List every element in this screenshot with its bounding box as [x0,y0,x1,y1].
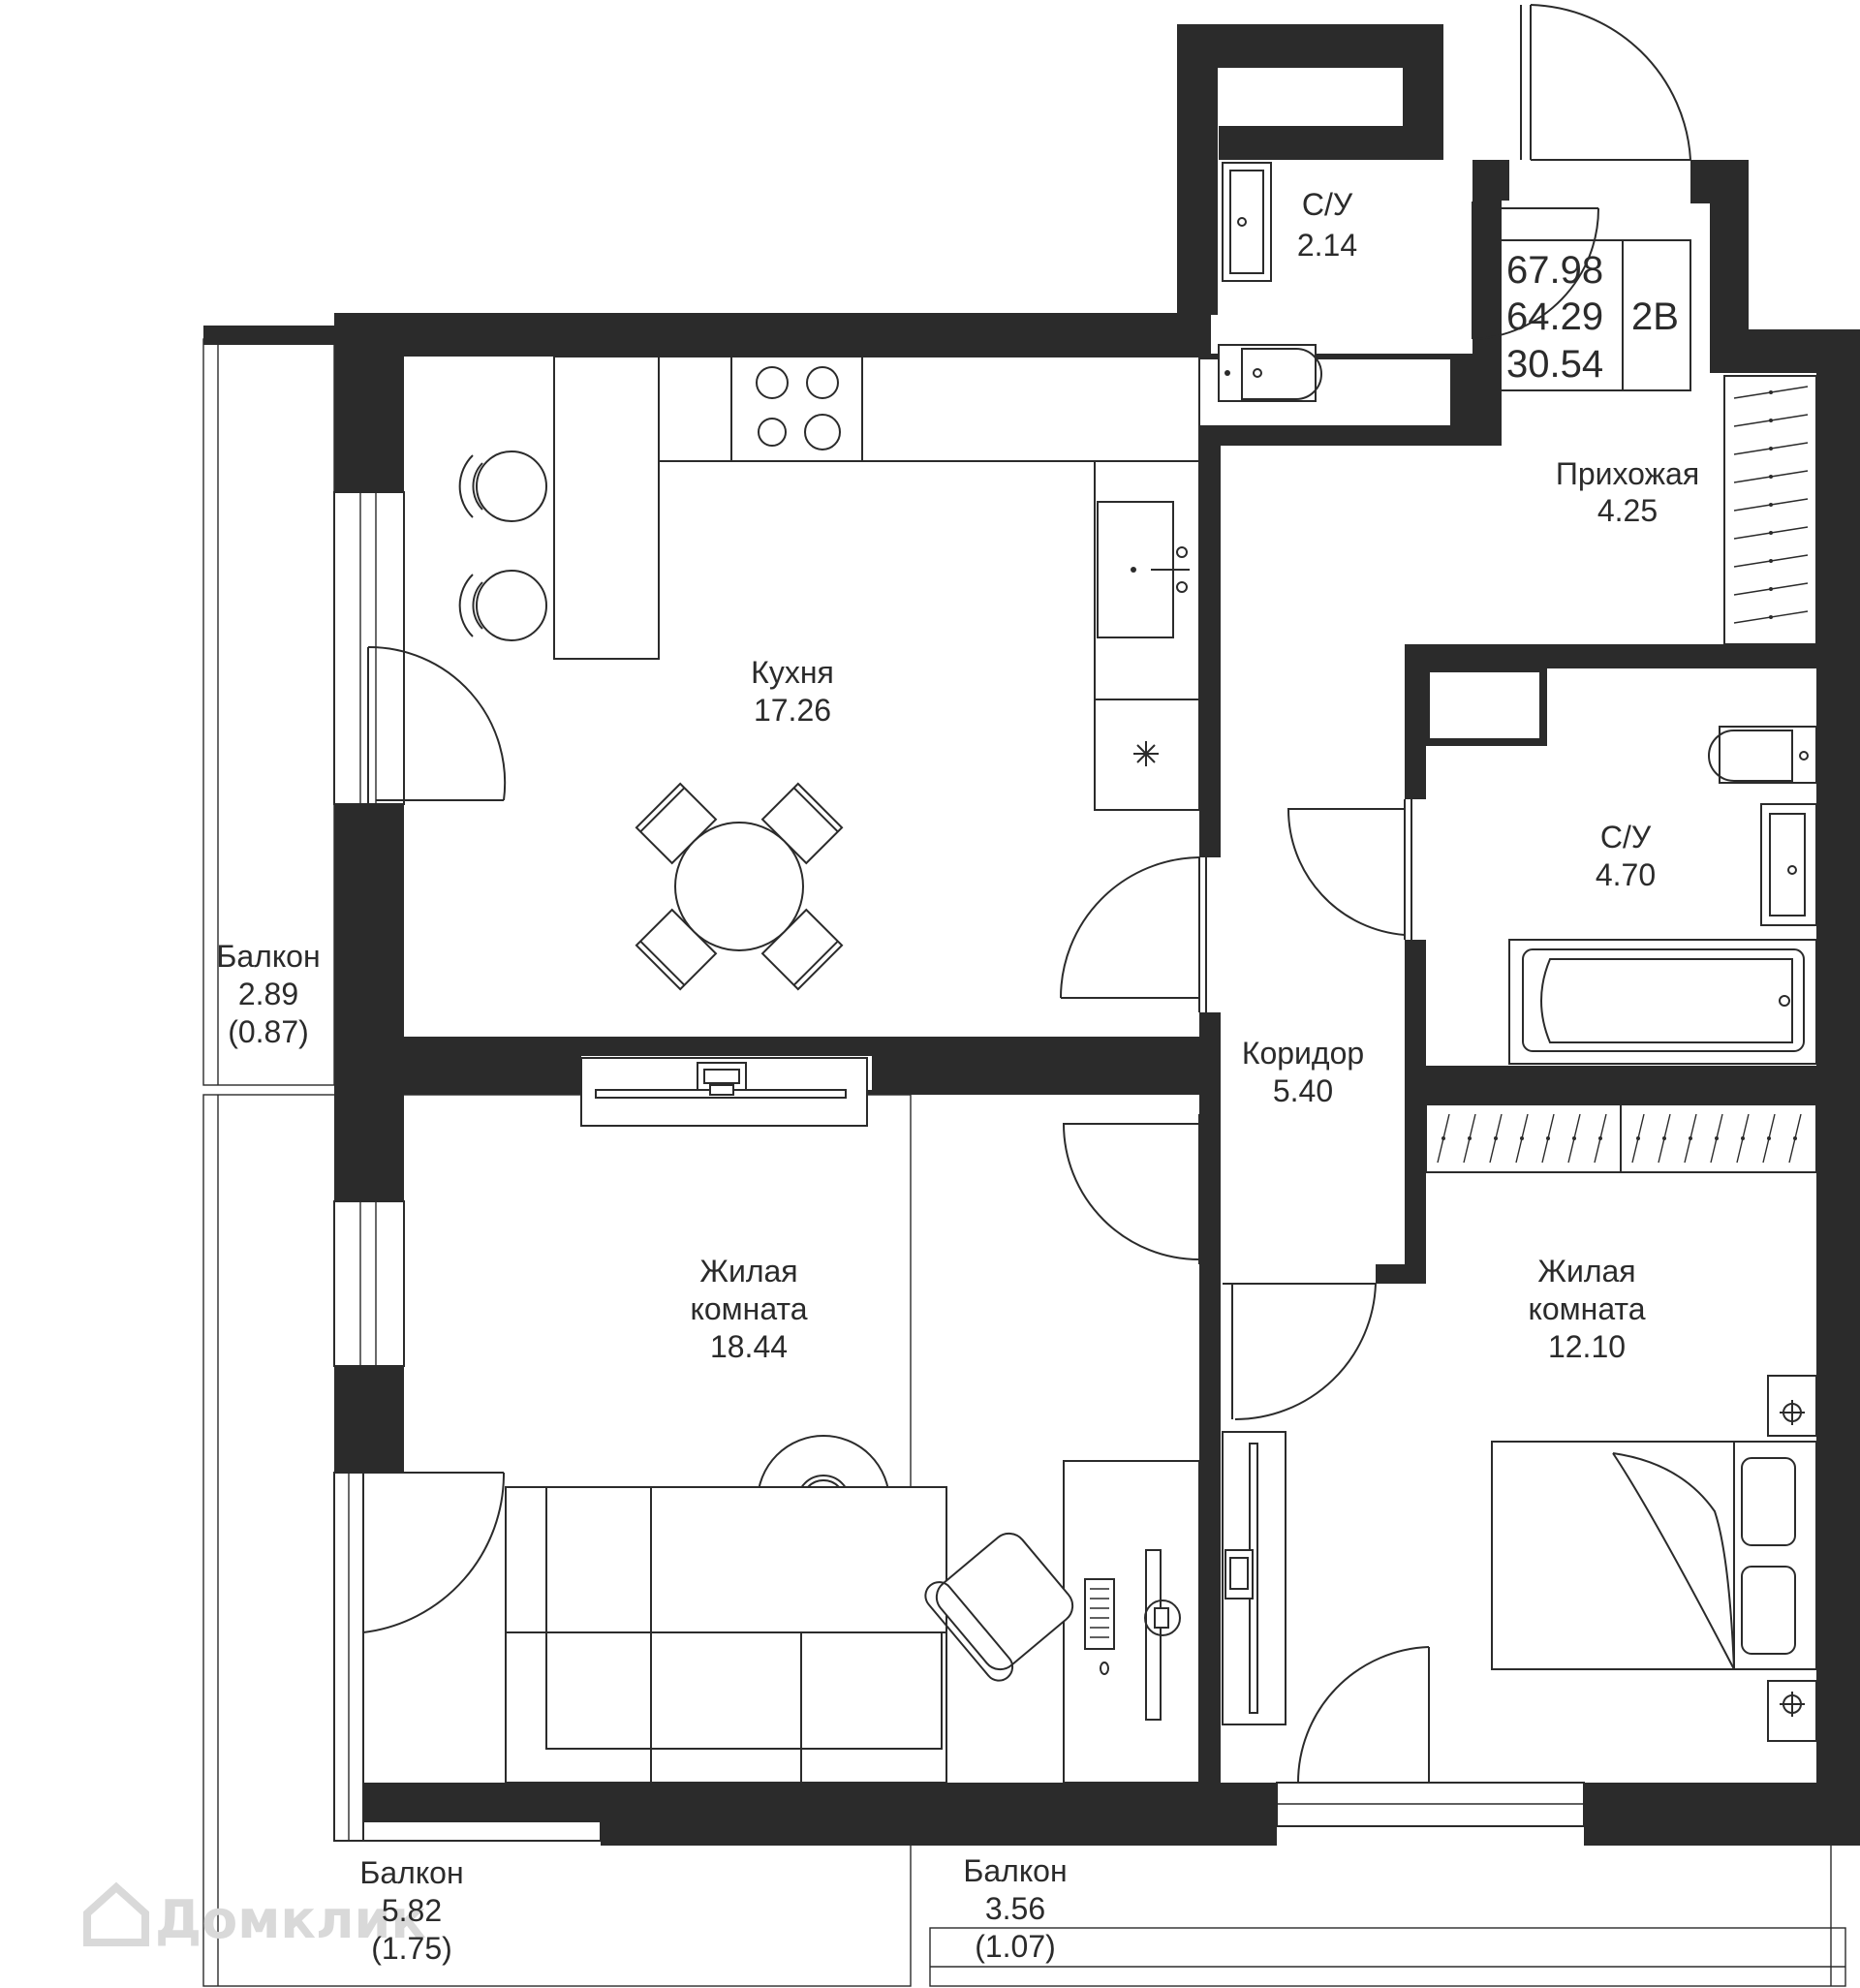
watermark-text: Домклик [155,1889,426,1950]
balcony-left-reduced: (0.87) [228,1014,309,1049]
windows [333,491,1585,1842]
living1-name-line1: Жилая [699,1254,797,1289]
living1-name-line2: комната [690,1291,807,1326]
kitchen-furniture [458,356,1200,991]
living1-area: 18.44 [710,1329,788,1364]
hanger-hook [1769,615,1773,619]
hanger-hook [1769,390,1773,394]
bath2-name: С/У [1600,820,1652,854]
bath1-name: С/У [1302,187,1353,222]
balcony-left-name: Балкон [216,939,320,974]
lamp-icon [1780,1400,1805,1425]
hanger-hook [1769,475,1773,479]
living2-area: 12.10 [1548,1329,1626,1364]
apartment-type: 2В [1631,295,1679,338]
lamp-icon [1780,1692,1805,1717]
hanger-hook [1494,1136,1498,1140]
living2-wardrobe [1425,1103,1817,1173]
hob-icon [1133,741,1159,766]
hanger-hook [1767,1136,1771,1140]
watermark: Домклик [83,1881,426,1950]
balcony-bottom-right-name: Балкон [963,1853,1067,1888]
rooms-area: 30.54 [1506,343,1603,386]
balcony-bottom-left-area: 5.82 [382,1893,442,1928]
living2-name-line2: комната [1528,1291,1645,1326]
living2-name-line1: Жилая [1537,1254,1635,1289]
hanger-hook [1741,1136,1745,1140]
hanger-hook [1689,1136,1692,1140]
hanger-hook [1769,503,1773,507]
hanger-hook [1793,1136,1797,1140]
kitchen-name: Кухня [751,655,834,690]
living-area: 64.29 [1506,295,1603,338]
hall-name: Прихожая [1556,456,1699,491]
hanger-hook [1442,1136,1445,1140]
room-labels: С/У 2.14 Прихожая 4.25 Кухня 17.26 С/У 4… [216,187,1699,1966]
hall-wardrobe [1723,375,1817,645]
hanger-hook [1769,419,1773,422]
bathroom1-fixtures [1218,162,1322,402]
hanger-hook [1769,559,1773,563]
hanger-hook [1715,1136,1719,1140]
balcony-bottom-left-name: Балкон [359,1855,463,1890]
hanger-hook [1468,1136,1472,1140]
bath2-area: 4.70 [1596,857,1656,892]
hanger-hook [1520,1136,1524,1140]
hanger-hook [1598,1136,1602,1140]
area-summary: 67.98 64.29 30.54 2В [1496,239,1691,391]
corridor-area: 5.40 [1273,1073,1333,1108]
hanger-hook [1662,1136,1666,1140]
balcony-left-area: 2.89 [238,977,298,1011]
doors [362,4,1691,1784]
hanger-hook [1769,447,1773,450]
hall-area: 4.25 [1597,493,1658,528]
bath1-area: 2.14 [1297,228,1357,263]
hanger-hook [1769,531,1773,535]
balcony-bottom-right-area: 3.56 [985,1891,1045,1926]
hanger-hook [1572,1136,1576,1140]
hanger-hook [1546,1136,1550,1140]
living1-furniture [505,1057,1200,1784]
balcony-bottom-left-reduced: (1.75) [371,1931,452,1966]
kitchen-area: 17.26 [754,693,831,728]
living2-furniture [1222,1375,1817,1742]
hanger-hook [1636,1136,1640,1140]
total-area: 67.98 [1506,249,1603,292]
balcony-bottom-right-reduced: (1.07) [975,1929,1056,1964]
hanger-hook [1769,587,1773,591]
house-logo-icon [83,1881,149,1946]
bathroom2-fixtures [1508,726,1817,1065]
corridor-name: Коридор [1242,1036,1364,1071]
